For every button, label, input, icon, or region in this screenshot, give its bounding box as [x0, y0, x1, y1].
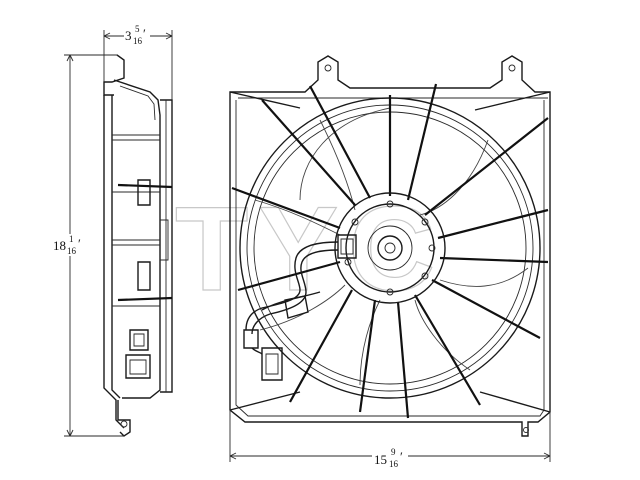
side-view [103, 54, 173, 437]
width-unit-mark: ′ [400, 449, 403, 464]
height-numerator: 1 [69, 234, 74, 244]
width-denominator: 16 [389, 459, 399, 469]
height-unit-mark: ′ [78, 236, 81, 251]
front-view [229, 55, 551, 437]
height-dimension-label: 18 1 16 ′ [52, 234, 84, 256]
depth-dimension-label: 3 5 16 ′ [124, 24, 150, 46]
height-denominator: 16 [67, 246, 77, 256]
depth-whole: 3 [125, 28, 132, 43]
width-whole: 15 [374, 452, 387, 467]
width-numerator: 9 [391, 447, 396, 457]
depth-denominator: 16 [133, 36, 143, 46]
depth-unit-mark: ′ [143, 26, 146, 41]
depth-numerator: 5 [135, 24, 140, 34]
height-whole: 18 [53, 238, 66, 253]
watermark-logo: TYC [175, 182, 445, 316]
width-dimension-label: 15 9 16 ′ [372, 447, 408, 470]
